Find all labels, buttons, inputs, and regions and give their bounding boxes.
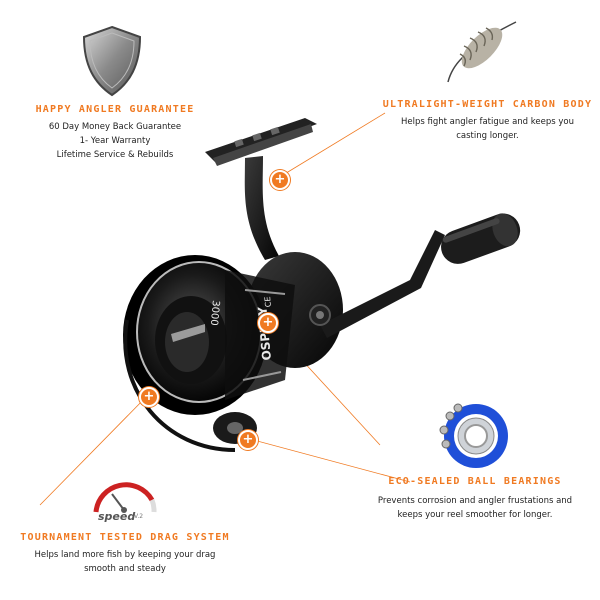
drag-system-title: TOURNAMENT TESTED DRAG SYSTEM bbox=[20, 532, 230, 543]
bearings-line: Prevents corrosion and angler frustation… bbox=[377, 496, 573, 506]
feather-icon bbox=[440, 18, 520, 88]
reel-size-label: 3000 bbox=[208, 300, 221, 326]
hotspot-bearings[interactable]: + bbox=[258, 313, 278, 333]
bearings-title: ECO-SEALED BALL BEARINGS bbox=[388, 476, 562, 487]
speed-gauge-sub: V.2 bbox=[134, 513, 144, 520]
guarantee-line: Lifetime Service & Rebuilds bbox=[56, 150, 174, 160]
guarantee-line: 60 Day Money Back Guarantee bbox=[48, 122, 182, 132]
guarantee-line: 1- Year Warranty bbox=[79, 136, 151, 146]
drag-system-block: TOURNAMENT TESTED DRAG SYSTEM Helps land… bbox=[10, 532, 240, 576]
drag-system-line: smooth and steady bbox=[84, 564, 166, 574]
guarantee-block: HAPPY ANGLER GUARANTEE 60 Day Money Back… bbox=[10, 104, 220, 162]
speed-gauge-label: speed bbox=[98, 510, 136, 523]
bearings-block: ECO-SEALED BALL BEARINGS Prevents corros… bbox=[355, 476, 595, 522]
bearings-line: keeps your reel smoother for longer. bbox=[397, 510, 553, 520]
connector-bearings-lower bbox=[245, 437, 411, 483]
hotspot-bearings-lower[interactable]: + bbox=[238, 430, 258, 450]
carbon-body-title: ULTRALIGHT-WEIGHT CARBON BODY bbox=[382, 99, 593, 110]
connector-carbon-body bbox=[277, 112, 386, 179]
reel-model-label: CE bbox=[263, 296, 273, 307]
carbon-body-line: casting longer. bbox=[456, 131, 519, 141]
guarantee-title: HAPPY ANGLER GUARANTEE bbox=[35, 104, 195, 115]
carbon-body-line: Helps fight angler fatigue and keeps you bbox=[401, 117, 574, 127]
shield-icon bbox=[80, 25, 144, 97]
hotspot-drag-system[interactable]: + bbox=[139, 387, 159, 407]
connector-drag-system bbox=[39, 394, 149, 506]
ball-bearing-icon bbox=[438, 400, 512, 472]
drag-system-line: Helps land more fish by keeping your dra… bbox=[34, 550, 216, 560]
hotspot-carbon-body[interactable]: + bbox=[270, 170, 290, 190]
carbon-body-block: ULTRALIGHT-WEIGHT CARBON BODY Helps figh… bbox=[380, 99, 595, 143]
speedometer-icon: speed V.2 bbox=[86, 470, 162, 524]
fishing-reel-image: OSPREY CE 3000 bbox=[95, 110, 525, 460]
